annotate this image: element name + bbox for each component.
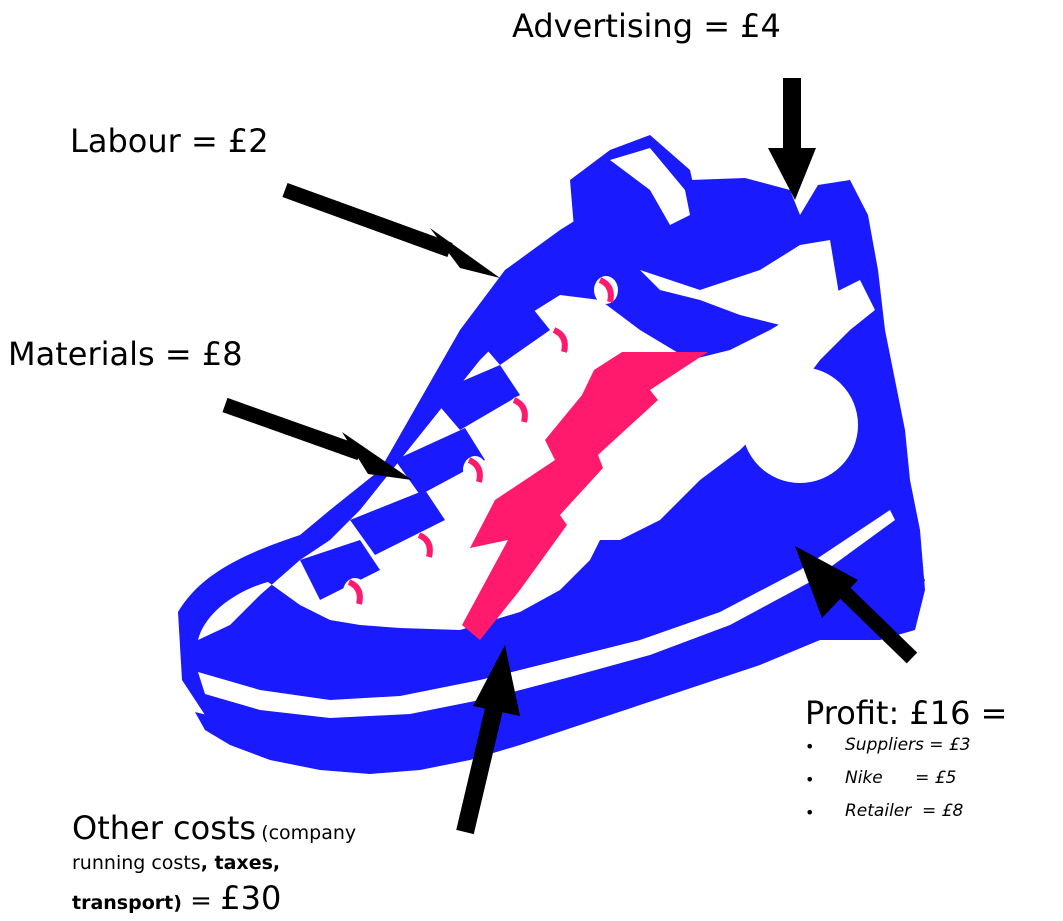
other-costs-line-1: Other costs (company <box>72 812 356 844</box>
profit-breakdown-suppliers: Suppliers = £3 <box>845 735 971 755</box>
profit-label: Profit: £16 = <box>805 697 1007 729</box>
arrow-advertising <box>768 78 816 200</box>
ankle-patch <box>742 367 858 483</box>
advertising-label: Advertising = £4 <box>512 10 781 42</box>
list-bullet: • <box>805 737 814 756</box>
arrow-labour <box>285 190 500 278</box>
labour-label: Labour = £2 <box>70 125 269 157</box>
profit-breakdown-retailer: Retailer = £8 <box>845 801 963 821</box>
other-costs-line-2: running costs, taxes, <box>72 854 280 873</box>
materials-label: Materials = £8 <box>8 338 243 370</box>
profit-breakdown-nike: Nike = £5 <box>845 768 956 788</box>
list-bullet: • <box>805 770 814 789</box>
list-bullet: • <box>805 803 814 822</box>
other-costs-line-3: transport) = £30 <box>72 882 281 914</box>
arrow-materials <box>225 405 412 480</box>
